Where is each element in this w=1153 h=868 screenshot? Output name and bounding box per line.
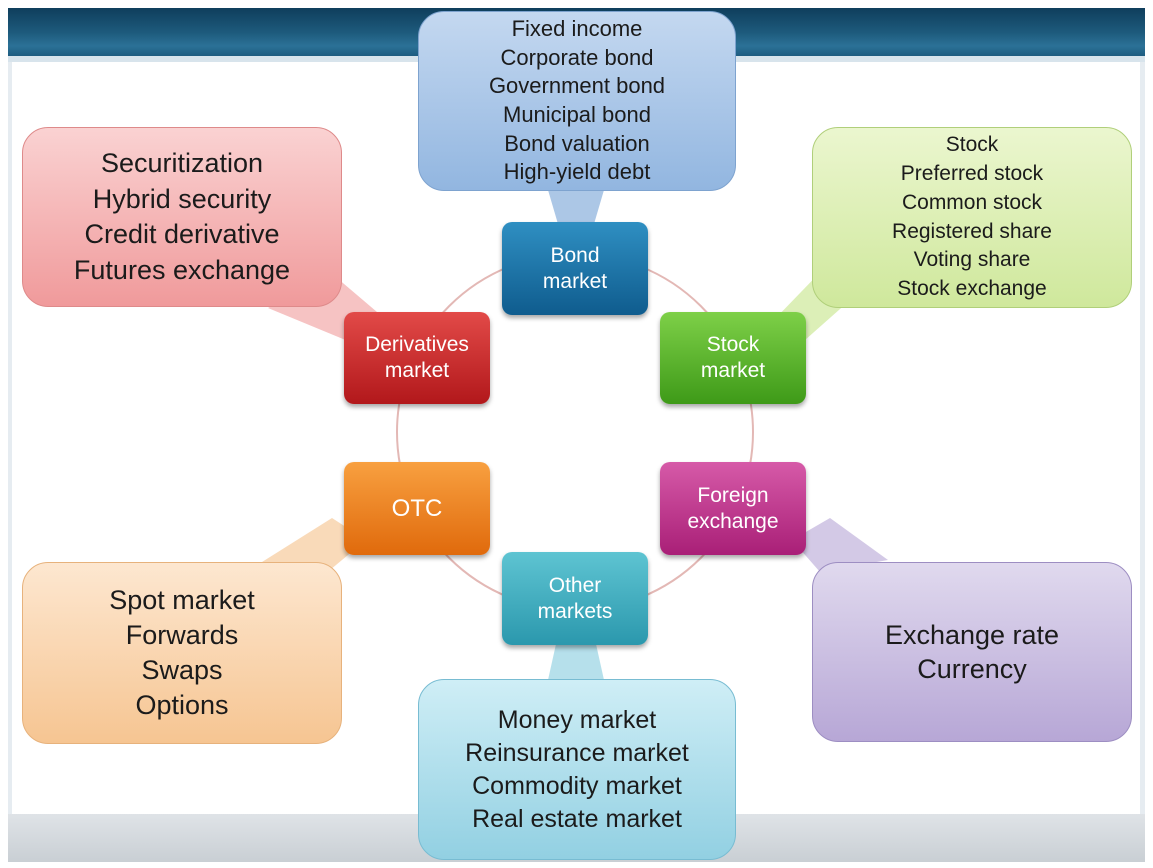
- detail-item: Credit derivative: [84, 219, 280, 249]
- detail-item: Voting share: [913, 248, 1031, 272]
- foreign-exchange-details: Exchange rate Currency: [812, 562, 1132, 742]
- derivatives-market-node: Derivatives market: [344, 312, 490, 404]
- other-markets-node: Other markets: [502, 552, 648, 645]
- detail-item: Hybrid security: [92, 183, 272, 214]
- detail-item: Registered share: [892, 219, 1052, 243]
- detail-item: Reinsurance market: [465, 738, 689, 767]
- slide-border-right: [1140, 62, 1145, 862]
- detail-item: Stock exchange: [897, 277, 1047, 301]
- detail-item: Futures exchange: [73, 254, 291, 285]
- node-label-line: markets: [537, 599, 613, 623]
- otc-details: Spot market Forwards Swaps Options: [22, 562, 342, 744]
- node-label-line: Other: [548, 573, 602, 597]
- stock-market-details: Stock Preferred stock Common stock Regis…: [812, 127, 1132, 308]
- connector-bond: [548, 190, 604, 224]
- connector-other: [548, 644, 604, 680]
- node-label-line: Derivatives: [365, 333, 469, 356]
- detail-item: Preferred stock: [900, 161, 1044, 185]
- detail-item: Corporate bond: [500, 44, 654, 70]
- node-label-line: Stock: [706, 333, 760, 356]
- slide-border-left: [8, 62, 12, 862]
- node-label-line: Foreign: [697, 483, 769, 507]
- node-label-line: Bond: [550, 243, 600, 267]
- foreign-exchange-node: Foreign exchange: [660, 462, 806, 555]
- bond-market-details: Fixed income Corporate bond Government b…: [418, 11, 736, 191]
- detail-item: Stock: [945, 133, 999, 157]
- detail-item: Forwards: [125, 620, 239, 650]
- detail-item: Swaps: [141, 655, 223, 685]
- node-label-line: OTC: [391, 494, 443, 522]
- detail-item: Securitization: [100, 148, 264, 178]
- other-markets-details: Money market Reinsurance market Commodit…: [418, 679, 736, 860]
- bond-market-node: Bond market: [502, 222, 648, 315]
- detail-item: Common stock: [901, 190, 1043, 214]
- otc-node: OTC: [344, 462, 490, 555]
- detail-item: Exchange rate: [884, 620, 1060, 650]
- node-label-line: market: [542, 269, 608, 293]
- detail-item: Money market: [497, 705, 657, 734]
- detail-item: Fixed income: [511, 16, 643, 42]
- detail-item: Municipal bond: [503, 102, 651, 127]
- derivatives-market-details: Securitization Hybrid security Credit de…: [22, 127, 342, 307]
- node-label-line: market: [384, 359, 450, 382]
- detail-item: Commodity market: [472, 771, 682, 800]
- node-label-line: market: [700, 359, 766, 382]
- stock-market-node: Stock market: [660, 312, 806, 404]
- detail-item: Real estate market: [472, 804, 682, 833]
- detail-item: Spot market: [109, 585, 255, 615]
- detail-item: Government bond: [488, 73, 666, 99]
- detail-item: Bond valuation: [504, 130, 650, 156]
- connector-fx: [792, 518, 888, 572]
- detail-item: Currency: [917, 654, 1027, 684]
- detail-item: High-yield debt: [503, 159, 651, 185]
- detail-item: Options: [135, 690, 229, 720]
- node-label-line: exchange: [687, 509, 779, 533]
